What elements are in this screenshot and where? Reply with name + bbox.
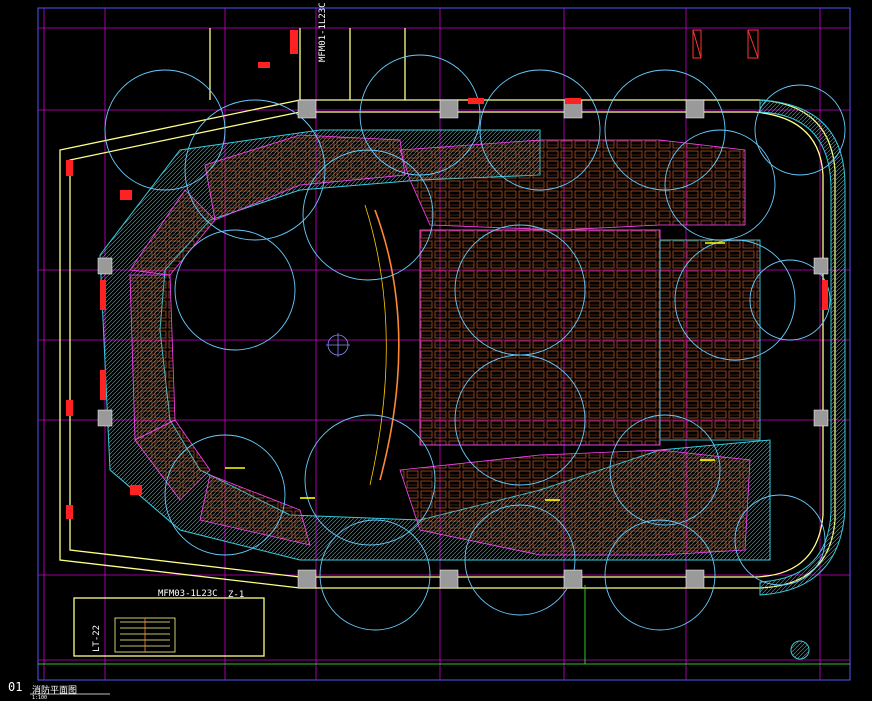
drawing-title: 消防平面图 — [32, 686, 78, 696]
stage-edge — [374, 209, 400, 481]
south-seating-west — [199, 474, 311, 546]
lower-room-tag: MFM03-1L23C — [158, 589, 218, 599]
coverage-circles — [104, 54, 846, 631]
drawing-scale: 1:100 — [32, 695, 48, 701]
stair-tag: LT-22 — [92, 624, 102, 652]
southwest-seating — [134, 419, 211, 501]
columns — [97, 99, 829, 589]
site-lines — [38, 585, 850, 665]
east-curved-wall — [759, 99, 846, 596]
stage-inner — [364, 204, 387, 486]
drawing-number: 01 — [8, 680, 23, 694]
west-side-seating — [129, 274, 176, 441]
round-tank — [790, 640, 810, 660]
northwest-seating — [129, 189, 216, 276]
main-seating-field — [419, 229, 661, 446]
centre-marker — [326, 333, 350, 357]
upper-room-tag: MFM01-1L23C — [318, 2, 328, 62]
stair-room — [114, 617, 176, 653]
drawing-frame — [37, 7, 851, 681]
lower-small-tag: Z-1 — [228, 590, 245, 600]
red-outline-markers — [692, 29, 759, 59]
east-seating — [659, 239, 761, 441]
yellow-annotations — [225, 242, 725, 501]
equipment-markers — [66, 30, 828, 519]
north-seating — [399, 139, 746, 231]
